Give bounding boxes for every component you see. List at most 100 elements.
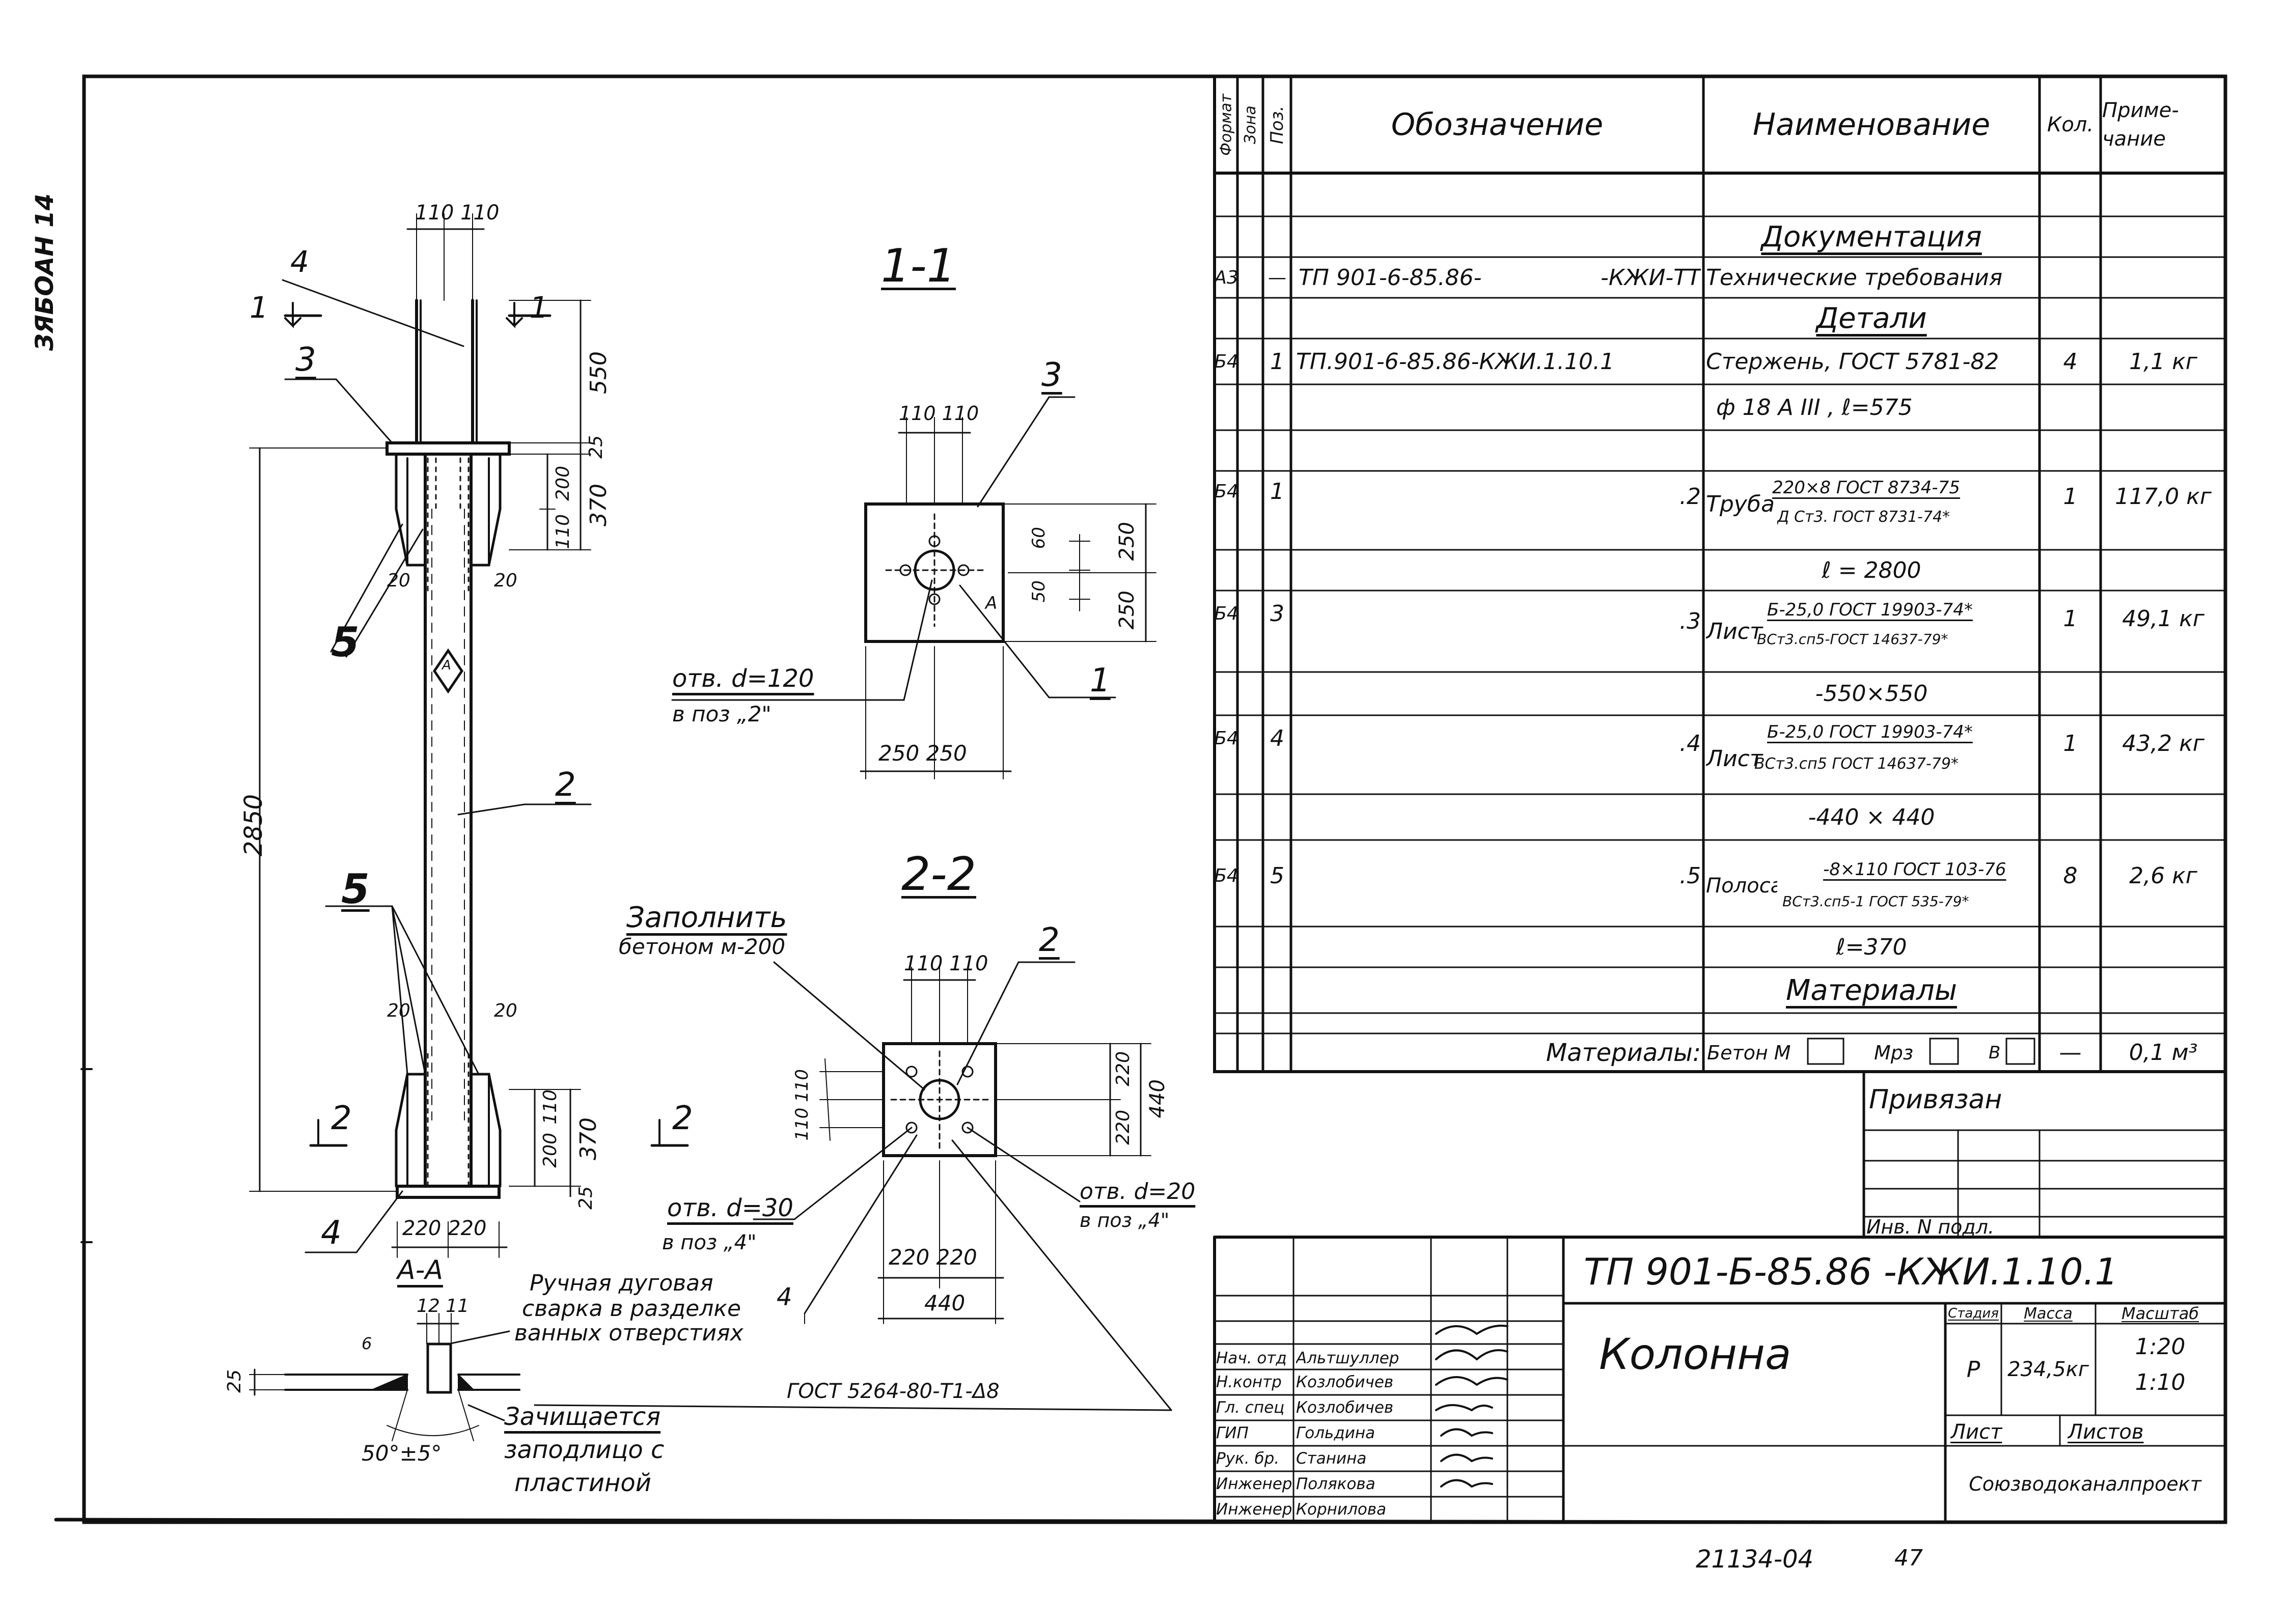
mark-a: А <box>442 658 451 673</box>
spec-header-designation: Обозначение <box>1391 107 1604 143</box>
title-block-grid <box>1213 1236 2227 1524</box>
spec-row-note: 43,2 кг <box>2122 730 2205 757</box>
aa-dim-25: 25 <box>224 1369 245 1393</box>
spec-header-note: Приме-чание <box>2102 99 2179 151</box>
s11-dim-250b: 250 <box>1115 591 1139 630</box>
s22-dim-bottom-total: 440 <box>924 1291 966 1315</box>
spec-row-pos: — <box>1268 267 1286 288</box>
organization: Союзводоканалпроект <box>1969 1473 2201 1495</box>
sheets-label: Листов <box>2068 1420 2144 1444</box>
dim-550: 550 <box>586 351 612 394</box>
spec-row-name: Полоса <box>1706 874 1777 898</box>
staff-name: Козлобичев <box>1296 1373 1394 1391</box>
spec-row-qty: 1 <box>2063 730 2078 757</box>
spec-row-name-frac-bot: ВСт3.сп5-1 ГОСТ 535-79* <box>1782 892 1969 910</box>
s22-dim-220a: 220 <box>1113 1051 1134 1086</box>
spec-row-format: А3 <box>1216 257 1236 298</box>
aa-weld-2: сварка в разделке <box>522 1296 741 1322</box>
pos-label-2: 2 <box>555 766 576 804</box>
scale-header: Масштаб <box>2121 1304 2199 1323</box>
mass-header: Масса <box>2024 1304 2073 1323</box>
pos-label-4-top: 4 <box>290 244 309 279</box>
s11-hole-note-1: отв. d=120 <box>672 664 814 693</box>
s11-dim-60: 60 <box>1029 527 1049 549</box>
staff-role: Инженер <box>1216 1500 1292 1519</box>
spec-row-name: Лист <box>1706 618 1763 645</box>
pos-label-5-bottom: 5 <box>341 865 370 913</box>
stage-header: Стадия <box>1948 1306 1999 1321</box>
spec-row-name-frac-top: Б-25,0 ГОСТ 19903-74* <box>1767 721 1973 742</box>
spec-header-qty: Кол. <box>2047 113 2094 136</box>
spec-table-grid <box>1213 75 2227 1073</box>
section-title-2-2: 2-2 <box>901 848 976 901</box>
aa-dims: 12 11 <box>417 1296 470 1317</box>
dim-20-right-bot: 20 <box>494 1000 517 1021</box>
spec-section-docs: Документация <box>1761 220 1982 254</box>
dim-bottom: 220 220 <box>402 1217 487 1240</box>
spec-row-note: 2,6 кг <box>2129 862 2197 889</box>
aa-dim-6: 6 <box>362 1334 372 1353</box>
staff-role: Инженер <box>1216 1474 1292 1493</box>
spec-row-qty: 1 <box>2063 483 2078 510</box>
spec-row-name-frac-top: -8×110 ГОСТ 103-76 <box>1823 859 2006 880</box>
s11-mark: А <box>985 593 998 613</box>
spec-row-format: Б4 <box>1216 855 1236 896</box>
s11-dim-250a: 250 <box>1115 522 1139 561</box>
s22-gost: ГОСТ 5264-80-Т1-Δ8 <box>787 1380 1000 1403</box>
pos-label-4-bottom: 4 <box>321 1214 342 1252</box>
s22-hole20-1: отв. d=20 <box>1080 1179 1196 1205</box>
s11-hole-note-2: в поз „2" <box>672 702 772 726</box>
scale-value-2: 1:10 <box>2135 1369 2186 1395</box>
spec-row-format: Б4 <box>1216 339 1236 384</box>
dim-20-left-top: 20 <box>387 570 410 591</box>
binding-title: Привязан <box>1869 1084 2002 1115</box>
pos-label-5-top: 5 <box>331 619 360 666</box>
s22-dim-top: 110 110 <box>904 952 988 975</box>
cut-1-right: 1 <box>530 290 548 325</box>
spec-header-name: Наименование <box>1752 107 1991 143</box>
spec-row-qty: 8 <box>2063 862 2078 889</box>
spec-materials-concrete: Бетон М <box>1707 1041 1791 1064</box>
staff-name: Станина <box>1296 1449 1367 1468</box>
spec-row-designation: .3 <box>1679 608 1701 634</box>
spec-materials-note: 0,1 м³ <box>2129 1040 2198 1066</box>
section-2-2-drawing <box>534 961 1172 1411</box>
aa-clean-1: Зачищается <box>504 1403 661 1431</box>
spec-row-name: Лист <box>1706 745 1763 772</box>
dim-25-top: 25 <box>586 435 607 459</box>
spec-materials-v: В <box>1989 1042 2001 1063</box>
spec-row-pos: 5 <box>1270 862 1284 889</box>
s22-dim-110-110: 110 110 <box>792 1069 812 1141</box>
column-elevation <box>249 213 689 1258</box>
spec-row-name-frac-bot: ВСт3.сп5-ГОСТ 14637-79* <box>1757 630 1948 648</box>
spec-row-note: 49,1 кг <box>2122 605 2205 632</box>
spec-row-name-line2: ℓ = 2800 <box>1822 557 1921 583</box>
aa-clean-2: заподлицо с <box>504 1436 665 1464</box>
footer-code: 21134-04 <box>1696 1545 1814 1574</box>
s22-hole20-2: в поз „4" <box>1080 1209 1170 1231</box>
dim-25-bot: 25 <box>575 1186 596 1210</box>
section-title-1-1: 1-1 <box>881 239 956 293</box>
dim-20-left-bot: 20 <box>387 1000 410 1021</box>
spec-row-name-line2: -440 × 440 <box>1808 804 1935 830</box>
stage-value: Р <box>1966 1356 1980 1383</box>
staff-name: Козлобичев <box>1296 1398 1394 1417</box>
s22-pos-2: 2 <box>1039 921 1060 959</box>
staff-role: Н.контр <box>1216 1373 1282 1391</box>
s22-dim-bottom: 220 220 <box>889 1245 977 1270</box>
aa-weld-pos: 4 <box>777 1283 792 1311</box>
drawing-code: ТП 901-Б-85.86 -КЖИ.1.10.1 <box>1584 1250 2118 1293</box>
staff-name: Корнилова <box>1296 1500 1387 1519</box>
spec-row-name: Стержень, ГОСТ 5781-82 <box>1706 348 1999 375</box>
section-title-a-a: А-А <box>397 1255 443 1285</box>
staff-name: Гольдина <box>1296 1423 1375 1442</box>
s22-fill-1: Заполнить <box>626 901 787 934</box>
spec-row-qty: 4 <box>2063 348 2078 375</box>
spec-row-name-frac-top: Б-25,0 ГОСТ 19903-74* <box>1767 599 1973 620</box>
spec-row-designation-suffix: -КЖИ-ТТ <box>1600 264 1701 291</box>
spec-row-pos: 4 <box>1270 725 1284 751</box>
spec-row-name-line2: -550×550 <box>1815 681 1928 707</box>
s11-pos-3: 3 <box>1041 356 1062 394</box>
cut-1-left: 1 <box>250 290 268 325</box>
